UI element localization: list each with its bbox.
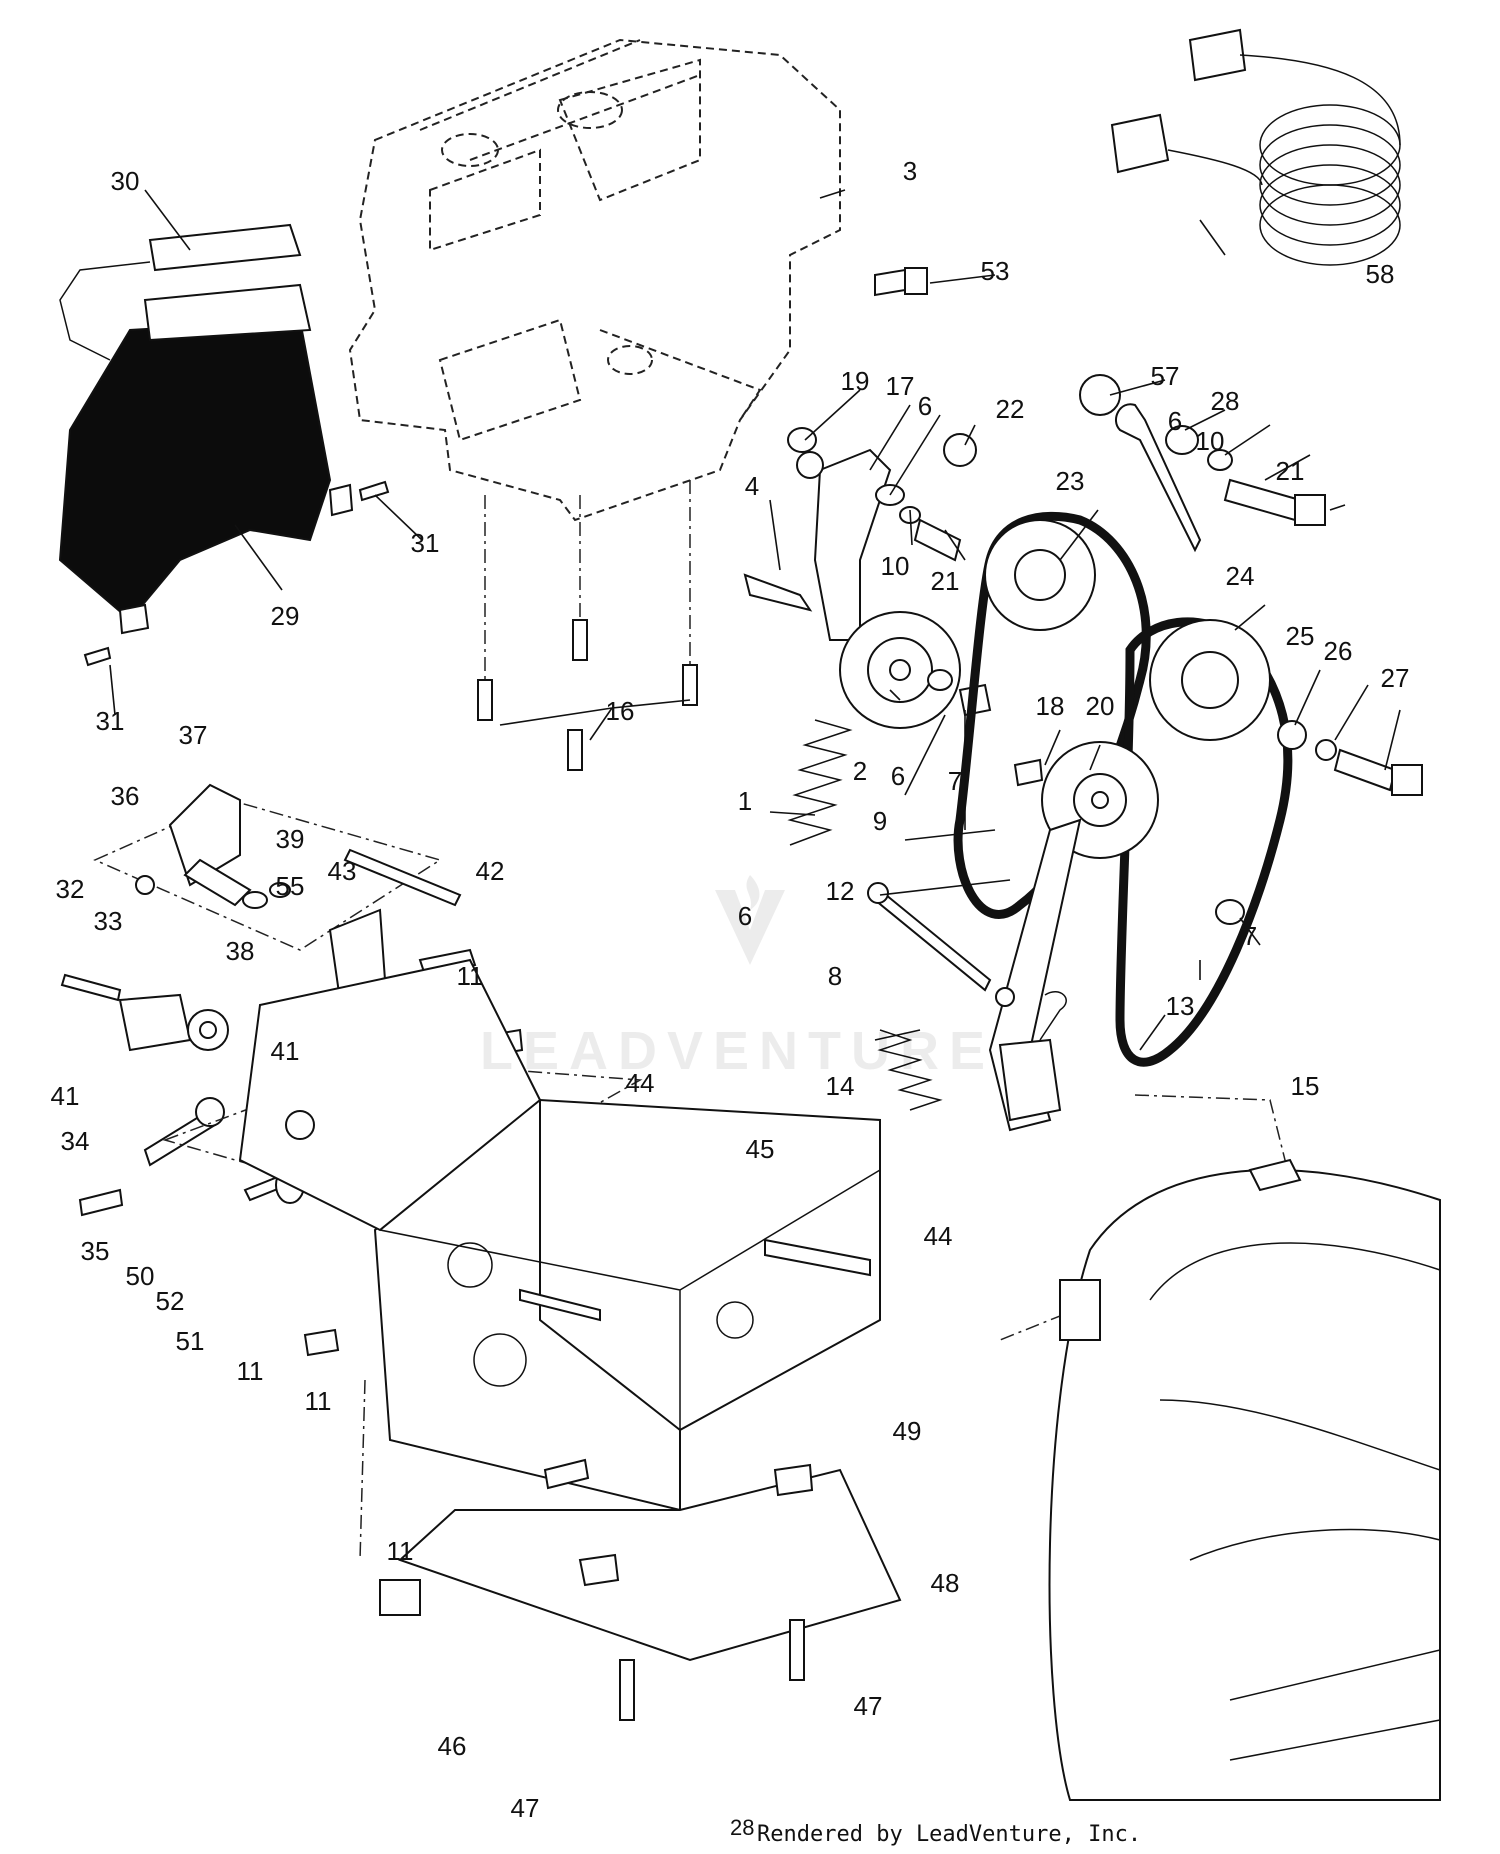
callout-3: 3 [903,156,917,186]
callout-58: 58 [1366,259,1395,289]
callout-47: 47 [854,1691,883,1721]
callout-55: 55 [276,871,305,901]
callout-1: 1 [738,786,752,816]
callout-11: 11 [305,1386,332,1416]
pulleys [787,427,1271,859]
callout-27: 27 [1381,663,1410,693]
callout-52: 52 [156,1286,185,1316]
callout-29: 29 [271,601,300,631]
callout-12: 12 [826,876,855,906]
idler-bracket-assembly [743,448,992,729]
callout-25: 25 [1286,621,1315,651]
upper-right-hardware [1079,374,1326,553]
auger-housing [999,1094,1441,1801]
callout-10: 10 [881,551,910,581]
callout-44: 44 [924,1221,953,1251]
callout-44: 44 [626,1068,655,1098]
leader-lines [109,189,1401,1051]
callout-48: 48 [931,1568,960,1598]
callout-11: 11 [237,1356,264,1386]
callout-28: 28 [1211,386,1240,416]
callout-36: 36 [111,781,140,811]
callout-7: 7 [1243,921,1257,951]
main-frame [238,958,902,1721]
callout-42: 42 [476,856,505,886]
callout-4: 4 [745,471,759,501]
callout-21: 21 [931,566,960,596]
callout-26: 26 [1324,636,1353,666]
callout-45: 45 [746,1134,775,1164]
engine-bolts [477,480,698,771]
callout-23: 23 [1056,466,1085,496]
callout-13: 13 [1166,991,1195,1021]
callout-33: 33 [94,906,123,936]
callout-16: 16 [606,696,635,726]
callout-37: 37 [179,720,208,750]
watermark-logo-icon [695,870,805,980]
callout-21: 21 [1276,456,1305,486]
callout-10: 10 [1196,426,1225,456]
callout-34: 34 [61,1126,90,1156]
callout-14: 14 [826,1071,855,1101]
callout-49: 49 [893,1416,922,1446]
callout-15: 15 [1291,1071,1320,1101]
callout-31: 31 [96,706,125,736]
callout-41: 41 [271,1036,300,1066]
callout-31: 31 [411,528,440,558]
pivot-arm-assembly [867,758,1245,1132]
callout-51: 51 [176,1326,205,1356]
callout-8: 8 [828,961,842,991]
callout-20: 20 [1086,691,1115,721]
callout-53: 53 [981,256,1010,286]
callout-35: 35 [81,1236,110,1266]
page-number: 28 [730,1815,755,1840]
callout-39: 39 [276,824,305,854]
callout-57: 57 [1151,361,1180,391]
callout-11: 11 [457,961,484,991]
callout-22: 22 [996,394,1025,424]
right-pulley-hardware [1277,720,1423,796]
callout-9: 9 [873,806,887,836]
callout-6: 6 [891,761,905,791]
render-credit: Rendered by LeadVenture, Inc. [757,1822,1142,1847]
watermark-text: LEADVENTURE [480,1021,996,1081]
callout-38: 38 [226,936,255,966]
callout-50: 50 [126,1261,155,1291]
ignition-key [874,267,928,297]
callout-19: 19 [841,366,870,396]
callout-6: 6 [738,901,752,931]
callout-6: 6 [918,391,932,421]
callout-47: 47 [511,1793,540,1823]
engine-outline [348,38,841,522]
left-linkage-assembly [60,783,524,1217]
extension-cord [1110,28,1401,266]
callout-46: 46 [438,1731,467,1761]
callout-17: 17 [886,371,915,401]
callout-2: 2 [853,756,867,786]
callout-6: 6 [1168,406,1182,436]
callout-41: 41 [51,1081,80,1111]
callout-11: 11 [387,1536,414,1566]
callout-24: 24 [1226,561,1255,591]
idler-spring [787,719,853,846]
callout-32: 32 [56,874,85,904]
callout-18: 18 [1036,691,1065,721]
callout-7: 7 [948,766,962,796]
callout-30: 30 [111,166,140,196]
callout-43: 43 [328,856,357,886]
belt-cover [58,223,390,667]
